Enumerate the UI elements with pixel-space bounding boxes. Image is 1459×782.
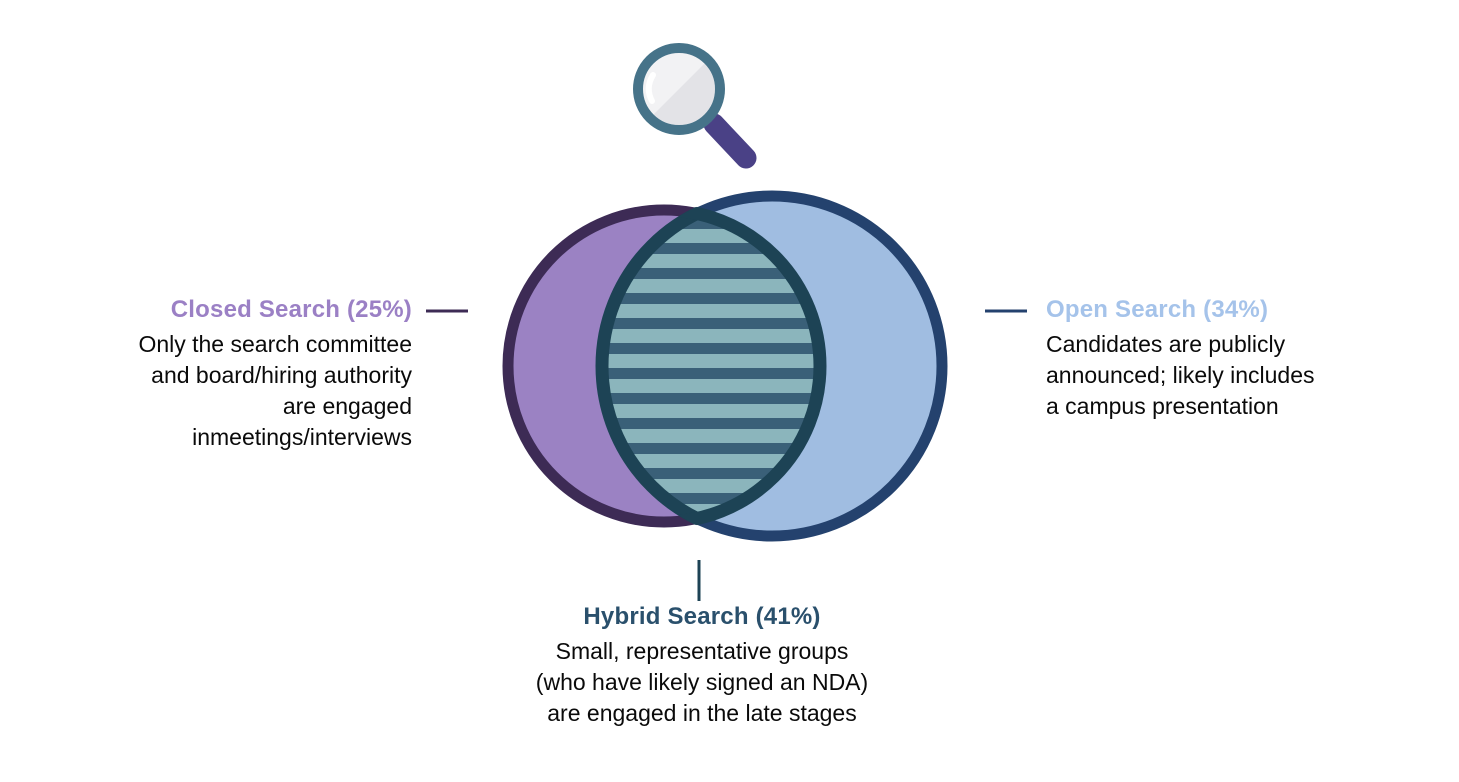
hybrid-overlap-fill xyxy=(595,204,826,528)
closed-search-desc-line: are engaged xyxy=(282,393,412,419)
open-search-label: Open Search (34%) Candidates are publicl… xyxy=(1046,295,1426,422)
magnifier-highlight xyxy=(645,72,656,104)
closed-search-desc-line: inmeetings/interviews xyxy=(192,424,412,450)
closed-search-label: Closed Search (25%) Only the search comm… xyxy=(60,295,412,453)
open-search-desc-line: announced; likely includes xyxy=(1046,362,1315,388)
magnifier-handle xyxy=(703,113,757,169)
magnifier-lens-shade xyxy=(653,63,715,125)
hybrid-overlap-region xyxy=(595,204,826,528)
closed-search-desc-line: and board/hiring authority xyxy=(151,362,412,388)
open-search-desc-line: Candidates are publicly xyxy=(1046,331,1286,357)
closed-search-title: Closed Search (25%) xyxy=(170,296,412,323)
hybrid-search-desc-line: are engaged in the late stages xyxy=(547,700,857,726)
hybrid-search-desc-line: (who have likely signed an NDA) xyxy=(535,669,869,695)
open-search-title: Open Search (34%) xyxy=(1046,296,1269,323)
magnifier-ring xyxy=(633,43,725,135)
hybrid-search-desc-line: Small, representative groups xyxy=(555,638,849,664)
magnifying-glass-icon xyxy=(633,43,757,169)
open-search-desc-line: a campus presentation xyxy=(1046,393,1279,419)
hybrid-search-title: Hybrid Search (41%) xyxy=(583,603,821,630)
closed-search-desc-line: Only the search committee xyxy=(138,331,412,357)
hybrid-search-label: Hybrid Search (41%) Small, representativ… xyxy=(502,602,902,729)
